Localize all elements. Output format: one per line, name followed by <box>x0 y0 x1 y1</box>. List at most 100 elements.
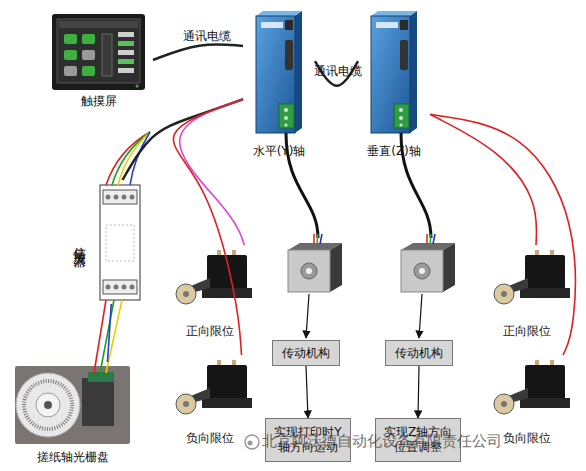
watermark-logo <box>248 441 253 446</box>
terminal-screw <box>284 108 288 112</box>
signal-wire <box>112 132 150 185</box>
limit-switch: 正向限位 <box>165 245 255 340</box>
cable-label: 通讯电缆 <box>314 63 362 80</box>
terminal-strip <box>103 280 137 294</box>
switch-body <box>525 365 565 403</box>
driver-body <box>256 16 295 133</box>
node-label: 信号放大器 <box>70 237 88 247</box>
motor-boss <box>414 263 430 279</box>
cable <box>123 99 244 180</box>
touchscreen-display <box>57 19 140 83</box>
motor-arrow <box>419 294 422 338</box>
switch-body <box>207 365 247 403</box>
motor-lead <box>430 234 431 244</box>
switch-roller <box>176 284 196 304</box>
screen-button <box>82 66 95 76</box>
signal-wire <box>106 132 150 185</box>
terminal-screw <box>122 195 127 200</box>
node-label: 负向限位 <box>186 430 234 447</box>
process-box: 传动机构 <box>272 340 340 366</box>
motor-lead <box>433 234 435 244</box>
terminal-screw <box>130 195 135 200</box>
node-label: 正向限位 <box>503 323 551 340</box>
touchscreen-bezel <box>52 14 145 90</box>
limit-switch: 正向限位 <box>482 245 572 340</box>
disk-hub <box>36 393 60 417</box>
watermark: 北京阿沃德自动化设备有限责任公司 <box>262 432 502 451</box>
motor-shaft <box>419 268 425 274</box>
node-label: 触摸屏 <box>81 93 117 110</box>
db-connector <box>285 40 293 70</box>
grating-disk <box>16 373 80 437</box>
node-label: 搓纸轴光栅盘 <box>37 449 109 466</box>
signal-wire <box>100 300 114 373</box>
flow-arrow <box>418 366 419 418</box>
motor-lead <box>320 234 322 244</box>
node-label: 正向限位 <box>186 323 234 340</box>
switch-body <box>525 255 565 293</box>
node-label: 传动机构 <box>282 346 330 361</box>
grating-ring <box>24 381 72 429</box>
driver-top <box>256 11 302 16</box>
switch-base <box>202 288 252 298</box>
motor-lead <box>426 234 428 244</box>
cable <box>108 304 112 362</box>
node-label: 垂直(Z)轴 <box>367 143 421 160</box>
motor-boss <box>301 263 317 279</box>
driver-side <box>295 11 302 133</box>
screen-button <box>82 50 95 60</box>
flow-arrow <box>306 366 308 418</box>
motor-lead <box>313 234 315 244</box>
optical-sensor <box>82 378 114 426</box>
roller-axle <box>501 401 507 407</box>
screen-button <box>82 34 95 44</box>
signal-wire <box>130 132 150 185</box>
limit-switch <box>494 360 570 414</box>
terminal-screw <box>399 123 402 126</box>
motor-side <box>443 243 455 292</box>
screen-button <box>64 50 77 60</box>
terminal-screw <box>114 285 119 290</box>
roller-axle <box>183 401 189 407</box>
title-bar <box>59 21 138 28</box>
terminal-block <box>279 104 294 128</box>
terminal-block <box>394 104 409 128</box>
signal-amplifier: 信号放大器 <box>70 180 145 304</box>
terminal-strip <box>103 190 137 204</box>
signal-wire <box>94 300 106 373</box>
roller-axle <box>183 291 189 297</box>
node-label: 负向限位 <box>503 430 551 447</box>
motor-arrow <box>306 294 309 338</box>
switch-roller <box>494 394 514 414</box>
servo-driver: 水平(Y)轴 <box>243 8 315 160</box>
screen-panel <box>102 34 112 76</box>
disk-shaft <box>44 401 52 409</box>
screen-button <box>64 34 77 44</box>
db-connector <box>400 40 408 70</box>
motor-shaft <box>306 268 312 274</box>
switch-roller <box>494 284 514 304</box>
servo-driver: 垂直(Z)轴 <box>358 8 430 160</box>
cable <box>180 99 245 245</box>
process-box: 传动机构 <box>385 340 453 366</box>
terminal-screw <box>130 285 135 290</box>
driver-connector <box>400 20 408 30</box>
terminal-screw <box>399 108 403 112</box>
roller-axle <box>501 291 507 297</box>
cable-label: 通讯电缆 <box>183 28 231 45</box>
limit-switch <box>176 360 252 414</box>
stepper-motor <box>401 250 443 292</box>
node-label: 水平(Y)轴 <box>253 143 306 160</box>
cable <box>173 99 243 355</box>
terminal-screw <box>122 285 127 290</box>
sensor-pcb <box>88 372 114 382</box>
driver-body <box>371 16 410 133</box>
terminal-screw <box>106 285 111 290</box>
screen-item <box>118 68 134 73</box>
encoder-photo <box>15 366 130 444</box>
terminal-screw <box>284 123 287 126</box>
limit-switch <box>176 250 252 304</box>
limit-switch <box>494 250 570 304</box>
